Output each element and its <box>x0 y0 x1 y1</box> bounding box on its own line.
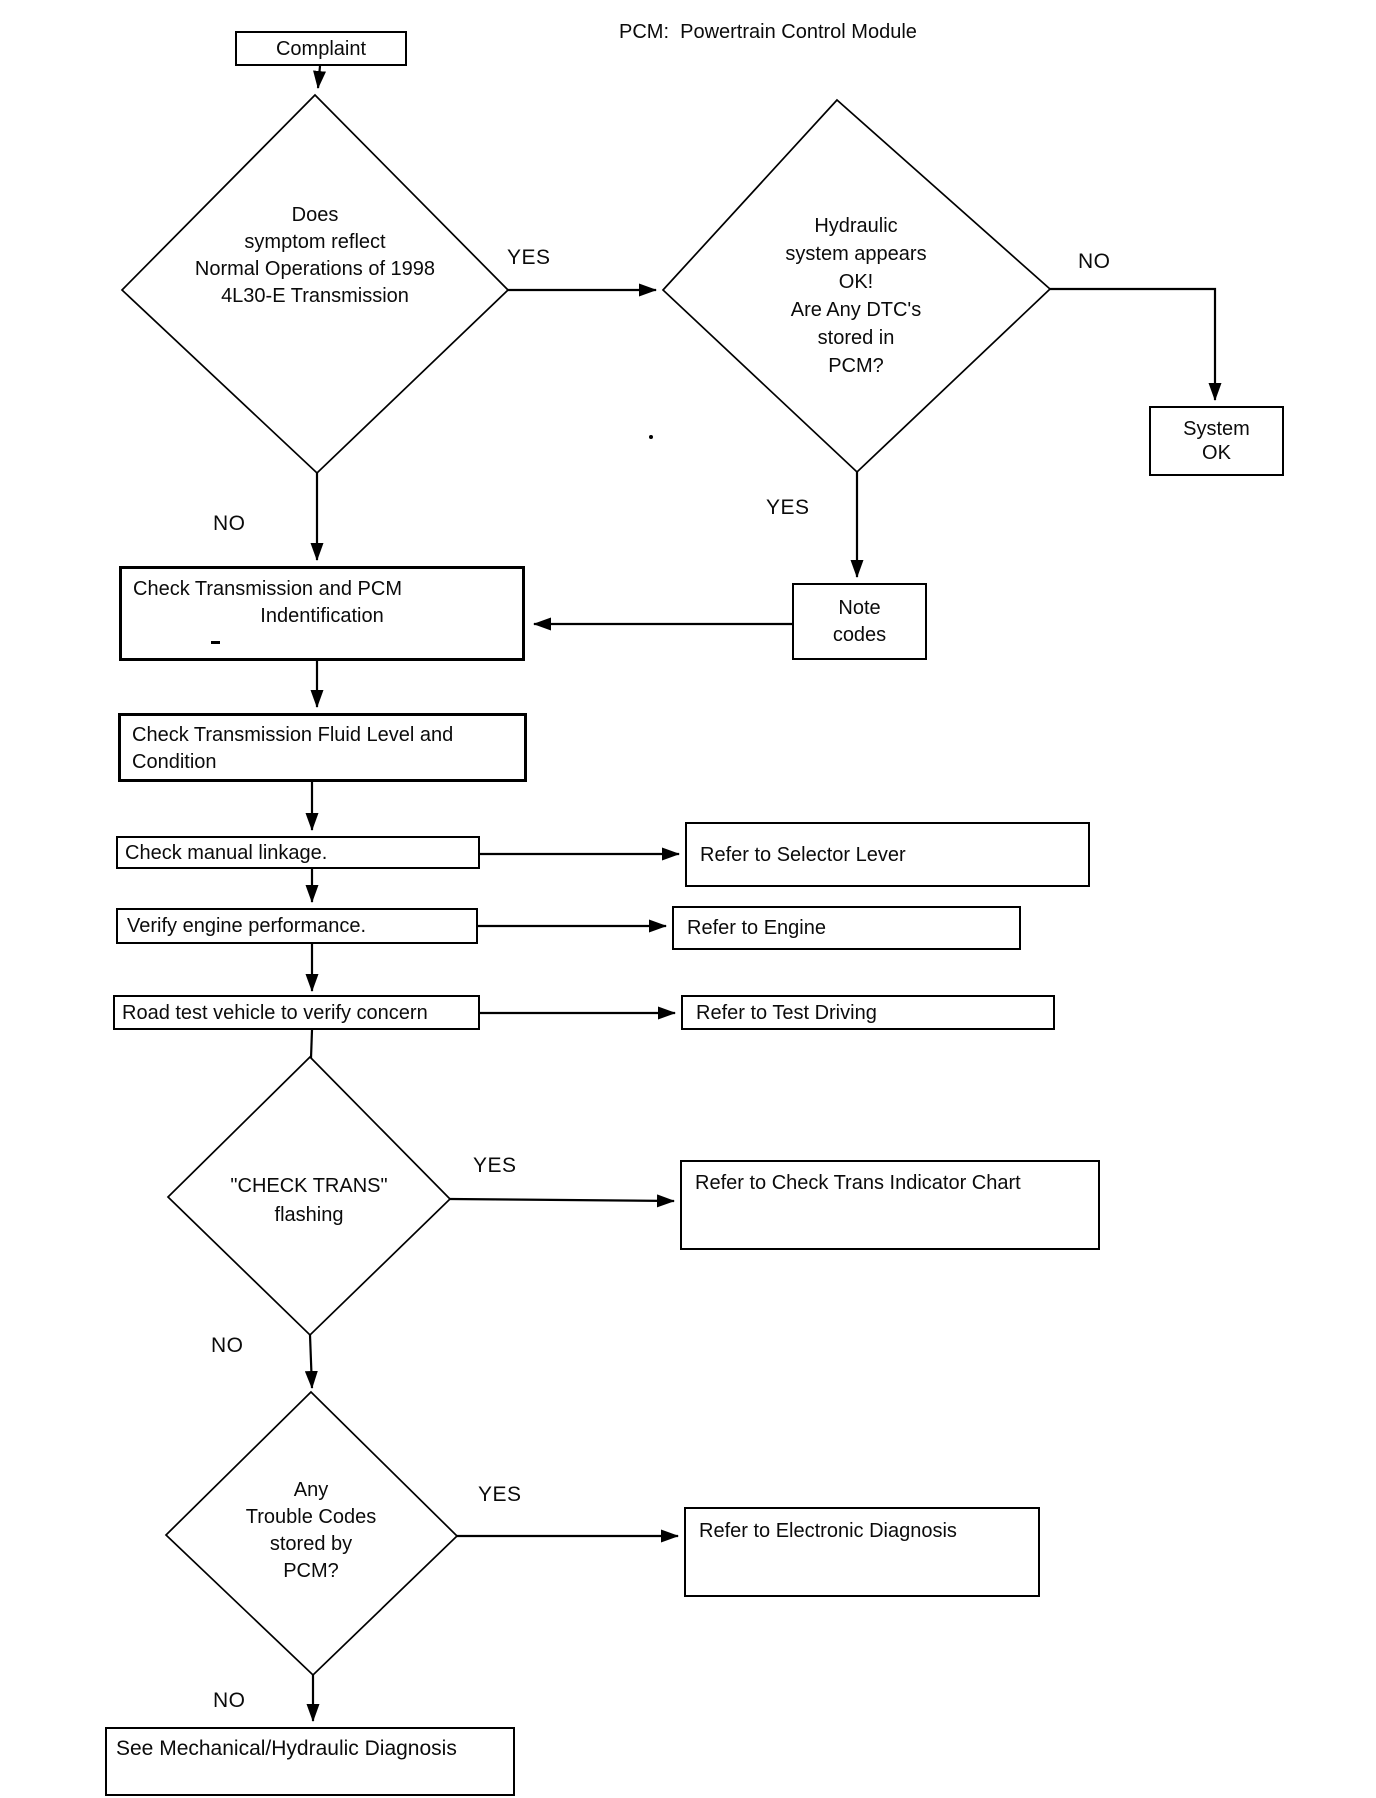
node-check-fluid-line2: Condition <box>132 751 217 773</box>
node-check-pcm-line2: Indentification <box>260 605 384 627</box>
node-system-ok-line2: OK <box>1202 442 1231 464</box>
node-refer-engine: Refer to Engine <box>672 906 1021 950</box>
decision-symptom-line4: 4L30-E Transmission <box>221 285 409 307</box>
node-note-codes-line2: codes <box>832 623 887 646</box>
decision-diamond-trouble-codes <box>164 1390 459 1677</box>
decision-hydraulic-line2: system appears <box>785 243 927 265</box>
scan-artifact-dot <box>649 435 653 439</box>
node-system-ok-line1: System <box>1183 418 1250 440</box>
decision-check-trans-text: "CHECK TRANS" flashing <box>149 1172 469 1230</box>
branch-label-d3-yes: YES <box>473 1154 517 1177</box>
node-refer-electronic-diagnosis: Refer to Electronic Diagnosis <box>684 1507 1040 1597</box>
node-check-transmission-pcm: Check Transmission and PCM Indentificati… <box>119 566 525 661</box>
node-refer-engine-label: Refer to Engine <box>687 917 826 939</box>
node-check-manual-linkage: Check manual linkage. <box>116 836 480 869</box>
branch-label-d1-no: NO <box>213 512 246 535</box>
page-title: PCM: Powertrain Control Module <box>619 21 917 43</box>
decision-trouble-codes-line1: Any <box>293 1479 329 1501</box>
node-road-test-vehicle: Road test vehicle to verify concern <box>113 995 480 1030</box>
node-refer-test-driving: Refer to Test Driving <box>681 995 1055 1030</box>
node-complaint: Complaint <box>235 31 407 66</box>
decision-symptom-line3: Normal Operations of 1998 <box>194 258 436 280</box>
node-verify-engine-label: Verify engine performance. <box>127 915 367 937</box>
edge-roadtest-to-d3 <box>309 1029 314 1059</box>
node-check-manual-linkage-label: Check manual linkage. <box>125 841 328 864</box>
decision-trouble-codes-line2: Trouble Codes <box>245 1506 377 1528</box>
branch-label-d3-no: NO <box>211 1334 244 1357</box>
decision-symptom-text: Does symptom reflect Normal Operations o… <box>145 202 485 310</box>
branch-label-d2-yes: YES <box>766 496 810 519</box>
edge-d2-no-to-system-ok <box>1050 287 1222 401</box>
node-note-codes: Note codes <box>792 583 927 660</box>
node-complaint-label: Complaint <box>275 37 367 60</box>
node-see-mechanical-hydraulic-diagnosis: See Mechanical/Hydraulic Diagnosis <box>105 1727 515 1796</box>
node-refer-selector-lever: Refer to Selector Lever <box>685 822 1090 887</box>
decision-diamond-symptom <box>120 93 510 475</box>
node-note-codes-line1: Note <box>838 596 881 619</box>
edge-d3-yes-to-chart <box>449 1194 675 1208</box>
edge-complaint-to-d1 <box>313 65 327 89</box>
node-road-test-label: Road test vehicle to verify concern <box>122 1001 428 1024</box>
node-verify-engine-performance: Verify engine performance. <box>116 908 478 944</box>
node-check-fluid-line1: Check Transmission Fluid Level and <box>132 724 454 746</box>
decision-trouble-codes-line3: stored by <box>269 1533 353 1555</box>
decision-trouble-codes-line4: PCM? <box>283 1560 339 1582</box>
node-see-mech-label: See Mechanical/Hydraulic Diagnosis <box>116 1737 457 1760</box>
decision-trouble-codes-text: Any Trouble Codes stored by PCM? <box>161 1477 461 1585</box>
decision-hydraulic-text: Hydraulic system appears OK! Are Any DTC… <box>706 212 1006 380</box>
decision-hydraulic-line1: Hydraulic <box>814 215 898 237</box>
decision-hydraulic-line4: Are Any DTC's <box>790 299 922 321</box>
decision-diamond-hydraulic <box>661 98 1052 474</box>
branch-label-d2-no: NO <box>1078 250 1111 273</box>
node-refer-chart-label: Refer to Check Trans Indicator Chart <box>695 1172 1021 1194</box>
branch-label-d1-yes: YES <box>507 246 551 269</box>
node-refer-test-driving-label: Refer to Test Driving <box>696 1001 877 1024</box>
node-system-ok: System OK <box>1149 406 1284 476</box>
node-refer-electronic-label: Refer to Electronic Diagnosis <box>699 1520 957 1542</box>
branch-label-d4-no: NO <box>213 1689 246 1712</box>
decision-diamond-check-trans <box>166 1055 452 1337</box>
decision-hydraulic-line3: OK! <box>838 271 874 293</box>
decision-check-trans-line2: flashing <box>274 1204 344 1226</box>
branch-label-d4-yes: YES <box>478 1483 522 1506</box>
node-check-pcm-line1: Check Transmission and PCM <box>133 578 402 600</box>
decision-symptom-line2: symptom reflect <box>244 231 386 253</box>
node-check-fluid-level: Check Transmission Fluid Level and Condi… <box>118 713 527 782</box>
decision-hydraulic-line6: PCM? <box>828 355 884 377</box>
edge-d3-no-to-d4 <box>304 1334 318 1389</box>
node-refer-check-trans-indicator-chart: Refer to Check Trans Indicator Chart <box>680 1160 1100 1250</box>
decision-check-trans-line1: "CHECK TRANS" <box>230 1175 388 1197</box>
node-refer-selector-lever-label: Refer to Selector Lever <box>700 843 906 866</box>
decision-symptom-line1: Does <box>291 204 339 226</box>
decision-hydraulic-line5: stored in <box>817 327 895 349</box>
scan-artifact-dash <box>211 641 220 644</box>
